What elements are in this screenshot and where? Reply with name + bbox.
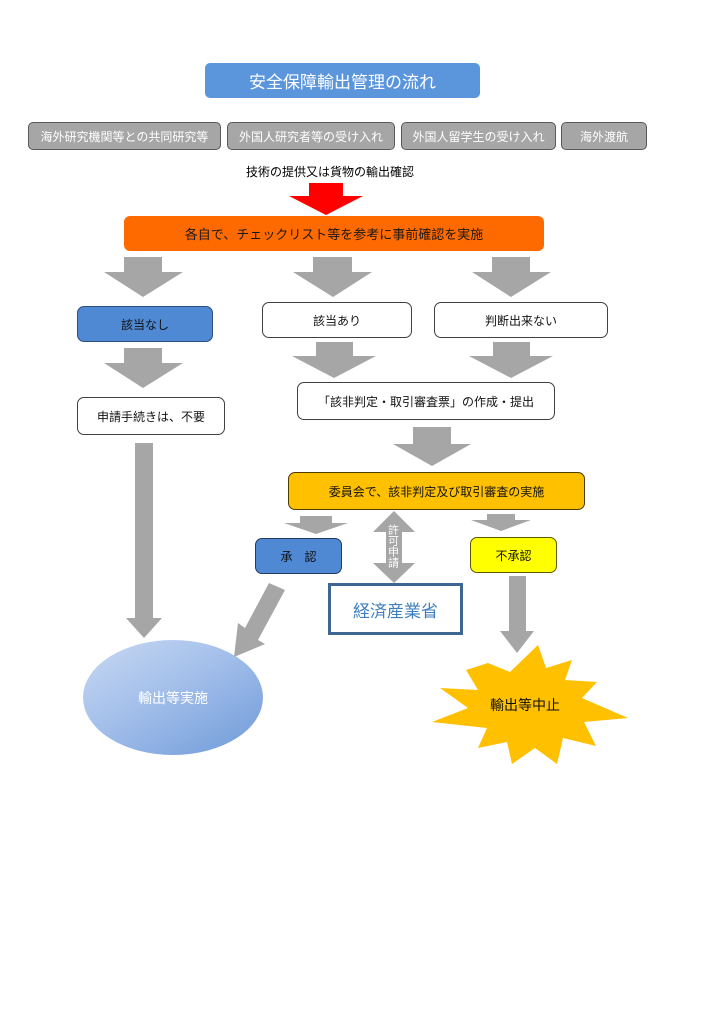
- arrow-undeterminable-to-form: [469, 342, 553, 378]
- arrow-to-applicable: [293, 257, 372, 297]
- arrow-form-to-committee: [393, 427, 471, 466]
- arrow-applicable-to-form: [292, 342, 376, 378]
- flow-subtitle: 技術の提供又は貨物の輸出確認: [245, 164, 414, 179]
- page-title: 安全保障輸出管理の流れ: [205, 63, 480, 98]
- export-stop-label: 輸出等中止: [490, 698, 560, 714]
- meti-box: 経済産業省: [328, 583, 463, 635]
- result-applicable: 該当あり: [262, 302, 412, 338]
- precheck-step: 各自で、チェックリスト等を参考に事前確認を実施: [124, 216, 544, 251]
- stop-starburst: [432, 645, 628, 764]
- category-foreign-researchers: 外国人研究者等の受け入れ: [227, 122, 395, 150]
- permit-application-label: 許可申請: [386, 524, 400, 568]
- category-overseas-travel: 海外渡航: [561, 122, 647, 150]
- arrow-to-not-applicable: [104, 257, 183, 297]
- category-joint-research: 海外研究機関等との共同研究等: [28, 122, 221, 150]
- arrow-no-application-to-export: [126, 443, 162, 638]
- approve-result: 承 認: [255, 538, 342, 574]
- committee-review-step: 委員会で、該非判定及び取引審査の実施: [288, 472, 585, 510]
- arrow-committee-to-approve: [284, 516, 348, 534]
- arrow-permit-application-double: [373, 511, 415, 583]
- arrow-approve-to-export: [234, 583, 285, 657]
- reject-result: 不承認: [470, 537, 557, 573]
- arrow-to-no-application: [104, 348, 183, 388]
- export-execution-ellipse: 輸出等実施: [83, 640, 263, 755]
- no-application-needed: 申請手続きは、不要: [77, 397, 225, 435]
- arrow-reject-to-stop: [500, 576, 534, 653]
- arrow-committee-to-reject: [471, 514, 531, 531]
- result-undeterminable: 判断出来ない: [434, 302, 608, 338]
- start-arrow-red: [289, 183, 363, 215]
- arrow-to-undeterminable: [472, 257, 551, 297]
- category-foreign-students: 外国人留学生の受け入れ: [401, 122, 556, 150]
- form-submission-step: 「該非判定・取引審査票」の作成・提出: [297, 382, 555, 420]
- result-not-applicable: 該当なし: [77, 306, 213, 342]
